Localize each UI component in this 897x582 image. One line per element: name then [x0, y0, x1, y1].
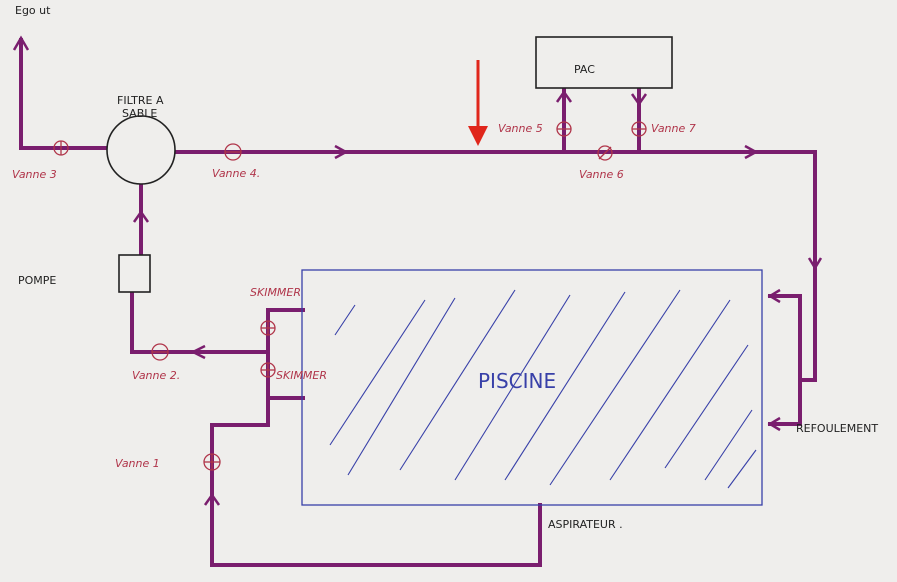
pompe-label: POMPE	[18, 274, 56, 287]
vanne-5-label: Vanne 5	[498, 122, 543, 135]
flow-arrow	[630, 93, 648, 107]
vanne-3-valve[interactable]	[53, 140, 69, 156]
skimmer-top-valve[interactable]	[260, 320, 276, 336]
hatch-line	[664, 344, 749, 469]
vanne-6-label: Vanne 6	[579, 168, 624, 181]
skimmer-bottom-label: SKIMMER	[276, 369, 327, 382]
refoulement-label: REFOULEMENT	[796, 422, 878, 435]
piscine-label: PISCINE	[478, 369, 556, 393]
flow-arrow	[12, 35, 30, 51]
flow-arrow	[767, 416, 781, 432]
hatch-line	[347, 297, 456, 476]
vanne-4-label: Vanne 4.	[212, 167, 260, 180]
pac-label: PAC	[574, 63, 595, 76]
flow-arrow	[190, 344, 206, 360]
vanne-1-valve[interactable]	[203, 453, 221, 471]
vanne-2-label: Vanne 2.	[132, 369, 180, 382]
skimmer-bottom-valve[interactable]	[260, 362, 276, 378]
flow-arrow	[767, 288, 781, 304]
egout-pipe	[19, 38, 110, 150]
pool	[301, 269, 763, 506]
labels: Ego ut POMPE FILTRE A SABLE PAC PISCINE …	[12, 4, 878, 531]
flow-arrow	[203, 492, 221, 506]
hatch-line	[727, 449, 757, 489]
skimmer-collector	[210, 308, 542, 567]
hatch-line	[399, 289, 516, 471]
skimmer-top-label: SKIMMER	[250, 286, 301, 299]
main-pipe	[174, 150, 817, 382]
vanne-7-valve[interactable]	[631, 121, 647, 137]
vanne-5-valve[interactable]	[556, 121, 572, 137]
pump	[118, 254, 151, 293]
pac-box	[535, 36, 673, 89]
vanne-1-label: Vanne 1	[115, 457, 160, 470]
vanne-3-label: Vanne 3	[12, 168, 57, 181]
vanne-6-valve[interactable]	[597, 145, 613, 161]
filtre-label-line2: SABLE	[122, 107, 157, 120]
hatch-line	[454, 294, 571, 481]
pool-outline	[301, 269, 763, 506]
pump-skimmer-pipe	[130, 290, 270, 354]
flow-arrows	[12, 35, 823, 506]
flow-arrow	[132, 209, 150, 223]
vanne-2-valve[interactable]	[151, 343, 169, 361]
red-marker-arrow	[468, 60, 488, 146]
egout-label: Ego ut	[15, 4, 51, 17]
flow-arrow	[555, 89, 573, 103]
hatch-line	[504, 291, 626, 481]
aspirateur-label: ASPIRATEUR .	[548, 518, 623, 531]
flow-arrow	[807, 257, 823, 271]
hatch-line	[329, 299, 426, 446]
hatch-line	[549, 289, 681, 486]
sand-filter	[106, 115, 176, 185]
filtre-label-line1: FILTRE A	[117, 94, 164, 107]
valve-symbols	[53, 121, 647, 471]
refoulement-branch	[768, 294, 802, 426]
hatch-line	[609, 299, 731, 481]
vanne-7-label: Vanne 7	[651, 122, 696, 135]
flow-arrow	[744, 144, 759, 160]
vanne-4-valve[interactable]	[224, 143, 242, 161]
hatch-line	[704, 409, 753, 481]
hatch-line	[334, 304, 356, 336]
flow-arrow	[334, 144, 349, 160]
